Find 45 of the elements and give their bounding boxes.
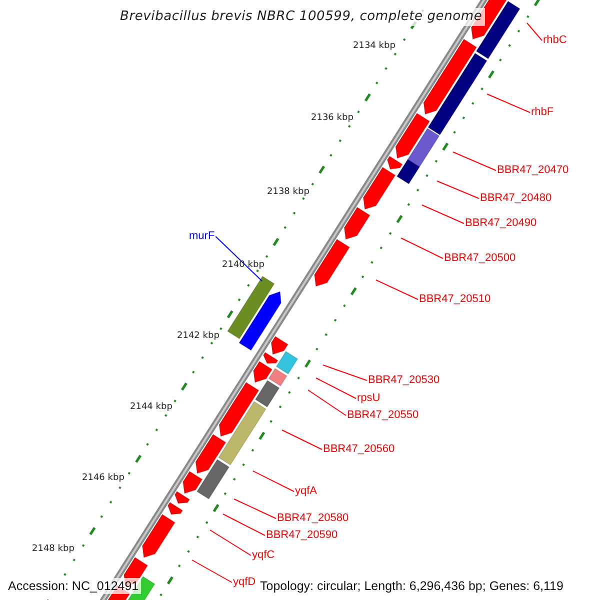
leader-line [215, 236, 262, 282]
leader-line [308, 390, 346, 416]
leader-line [486, 94, 530, 113]
gene-label: BBR47_20470 [497, 164, 569, 177]
gene-label: BBR47_20590 [266, 529, 338, 542]
gene-label: BBR47_20510 [419, 293, 491, 306]
scale-label: 2136 kbp [311, 113, 354, 124]
gene-label: rpsU [357, 392, 380, 405]
footer-text: Accession: NC_012491 [6, 578, 141, 594]
title: Brevibacillus brevis NBRC 100599, complete genome [117, 8, 486, 26]
gene-label: BBR47_20560 [323, 443, 395, 456]
gene-label: yqfA [295, 485, 318, 498]
leader-line [422, 204, 464, 224]
scale-label: 2148 kbp [32, 544, 74, 555]
gene-label: BBR47_20490 [465, 217, 537, 230]
leader-line [316, 378, 356, 399]
leader-line [526, 22, 542, 41]
gene-label: yqfD [233, 576, 256, 589]
scale-label: 2140 kbp [222, 260, 264, 271]
gene-label: BBR47_20500 [444, 252, 516, 265]
leader-line [234, 498, 276, 519]
footer-text: Topology: circular; Length: 6,296,436 bp; Genes: 6,119 [258, 578, 566, 594]
gene-label: murF [189, 230, 215, 243]
gene-label: BBR47_20580 [277, 512, 349, 525]
gene-label: rhbF [531, 106, 554, 119]
leader-line [322, 364, 368, 381]
leader-line [210, 530, 252, 556]
gene-label: BBR47_20530 [368, 374, 440, 387]
leader-line [282, 430, 322, 450]
gene-label: rhbC [543, 34, 567, 47]
scale-label: 2134 kbp [353, 41, 396, 52]
leader-line [436, 180, 480, 199]
leader-line [222, 514, 266, 536]
leader-line [400, 238, 444, 259]
gene-label: BBR47_20480 [480, 192, 552, 205]
gene-label: BBR47_20550 [347, 409, 419, 422]
leader-line [192, 560, 232, 583]
leader-line [452, 152, 496, 171]
scale-label: 2142 kbp [177, 331, 220, 342]
leader-line [252, 470, 294, 492]
scale-label: 2144 kbp [130, 402, 172, 413]
leader-line [376, 280, 418, 300]
scale-label: 2146 kbp [82, 473, 124, 484]
gene-label: yqfC [252, 549, 275, 562]
scale-label: 2138 kbp [267, 187, 310, 198]
